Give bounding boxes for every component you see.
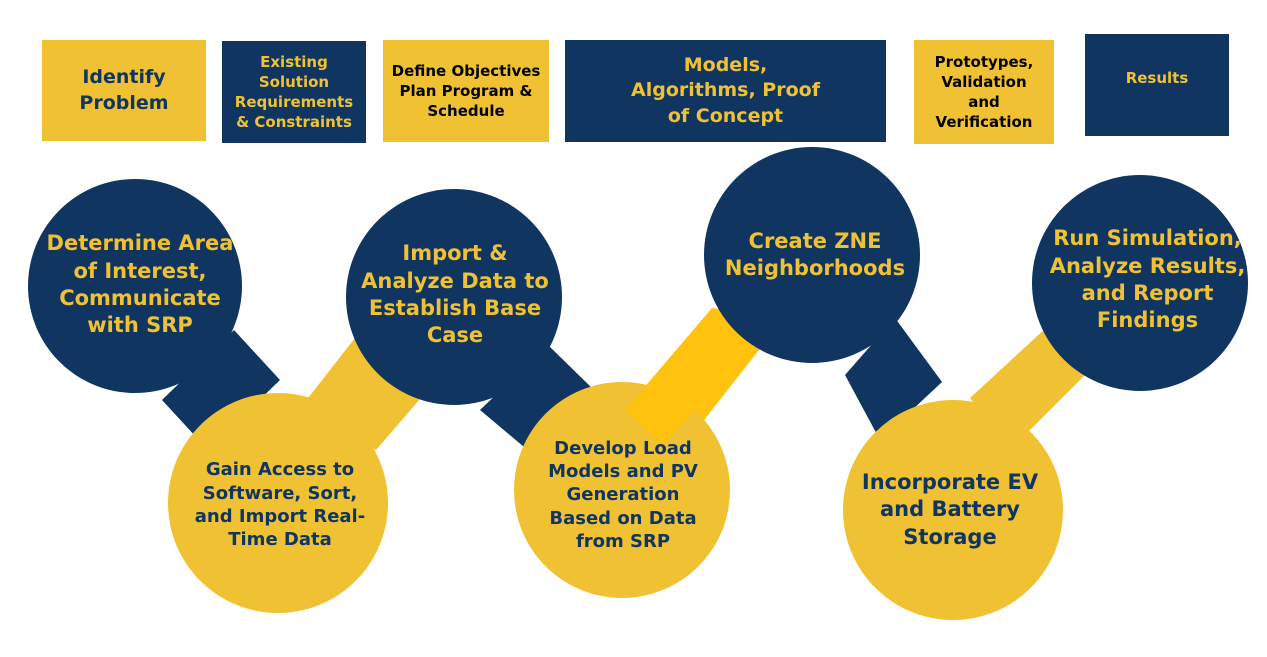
step-label-1: Determine Area of Interest, Communicate … (46, 231, 234, 338)
step-circle-2 (168, 393, 388, 613)
step-circle-4 (514, 382, 730, 598)
phase-identify-problem: Identify Problem (42, 40, 206, 141)
phase-label: Existing Solution Requirements & Constra… (234, 52, 354, 132)
phase-define-objectives: Define Objectives Plan Program & Schedul… (383, 40, 549, 142)
phase-existing-solution: Existing Solution Requirements & Constra… (222, 41, 366, 143)
step-label-6: Incorporate EV and Battery Storage (861, 470, 1039, 549)
connector-1-2 (162, 330, 280, 450)
connector-5-6 (845, 318, 942, 440)
step-label-3: Import & Analyze Data to Establish Base … (361, 241, 549, 348)
phase-label: Results (1125, 69, 1189, 87)
phase-label: Prototypes, Validation and Verification (934, 52, 1034, 132)
phase-models-algorithms: Models, Algorithms, Proof of Concept (565, 40, 886, 142)
step-circle-6 (843, 400, 1063, 620)
step-label-2: Gain Access to Software, Sort, and Impor… (194, 459, 366, 551)
phase-label: Identify Problem (79, 65, 169, 114)
phase-label: Define Objectives Plan Program & Schedul… (391, 61, 541, 121)
phase-results: Results (1085, 34, 1229, 136)
step-label-7: Run Simulation, Analyze Results, and Rep… (1049, 226, 1246, 333)
step-label-4: Develop Load Models and PV Generation Ba… (548, 437, 698, 553)
step-circle-5 (704, 147, 920, 363)
connector-3-4 (480, 345, 594, 452)
step-circle-3 (346, 189, 562, 405)
step-label-5: Create ZNE Neighborhoods (724, 228, 906, 280)
step-circle-1 (28, 179, 242, 393)
phase-prototypes: Prototypes, Validation and Verification (914, 40, 1054, 144)
connector-2-3 (308, 338, 432, 450)
phase-label: Models, Algorithms, Proof of Concept (631, 53, 820, 127)
connector-4-5-overlay (625, 328, 735, 445)
step-circle-7 (1032, 175, 1248, 391)
